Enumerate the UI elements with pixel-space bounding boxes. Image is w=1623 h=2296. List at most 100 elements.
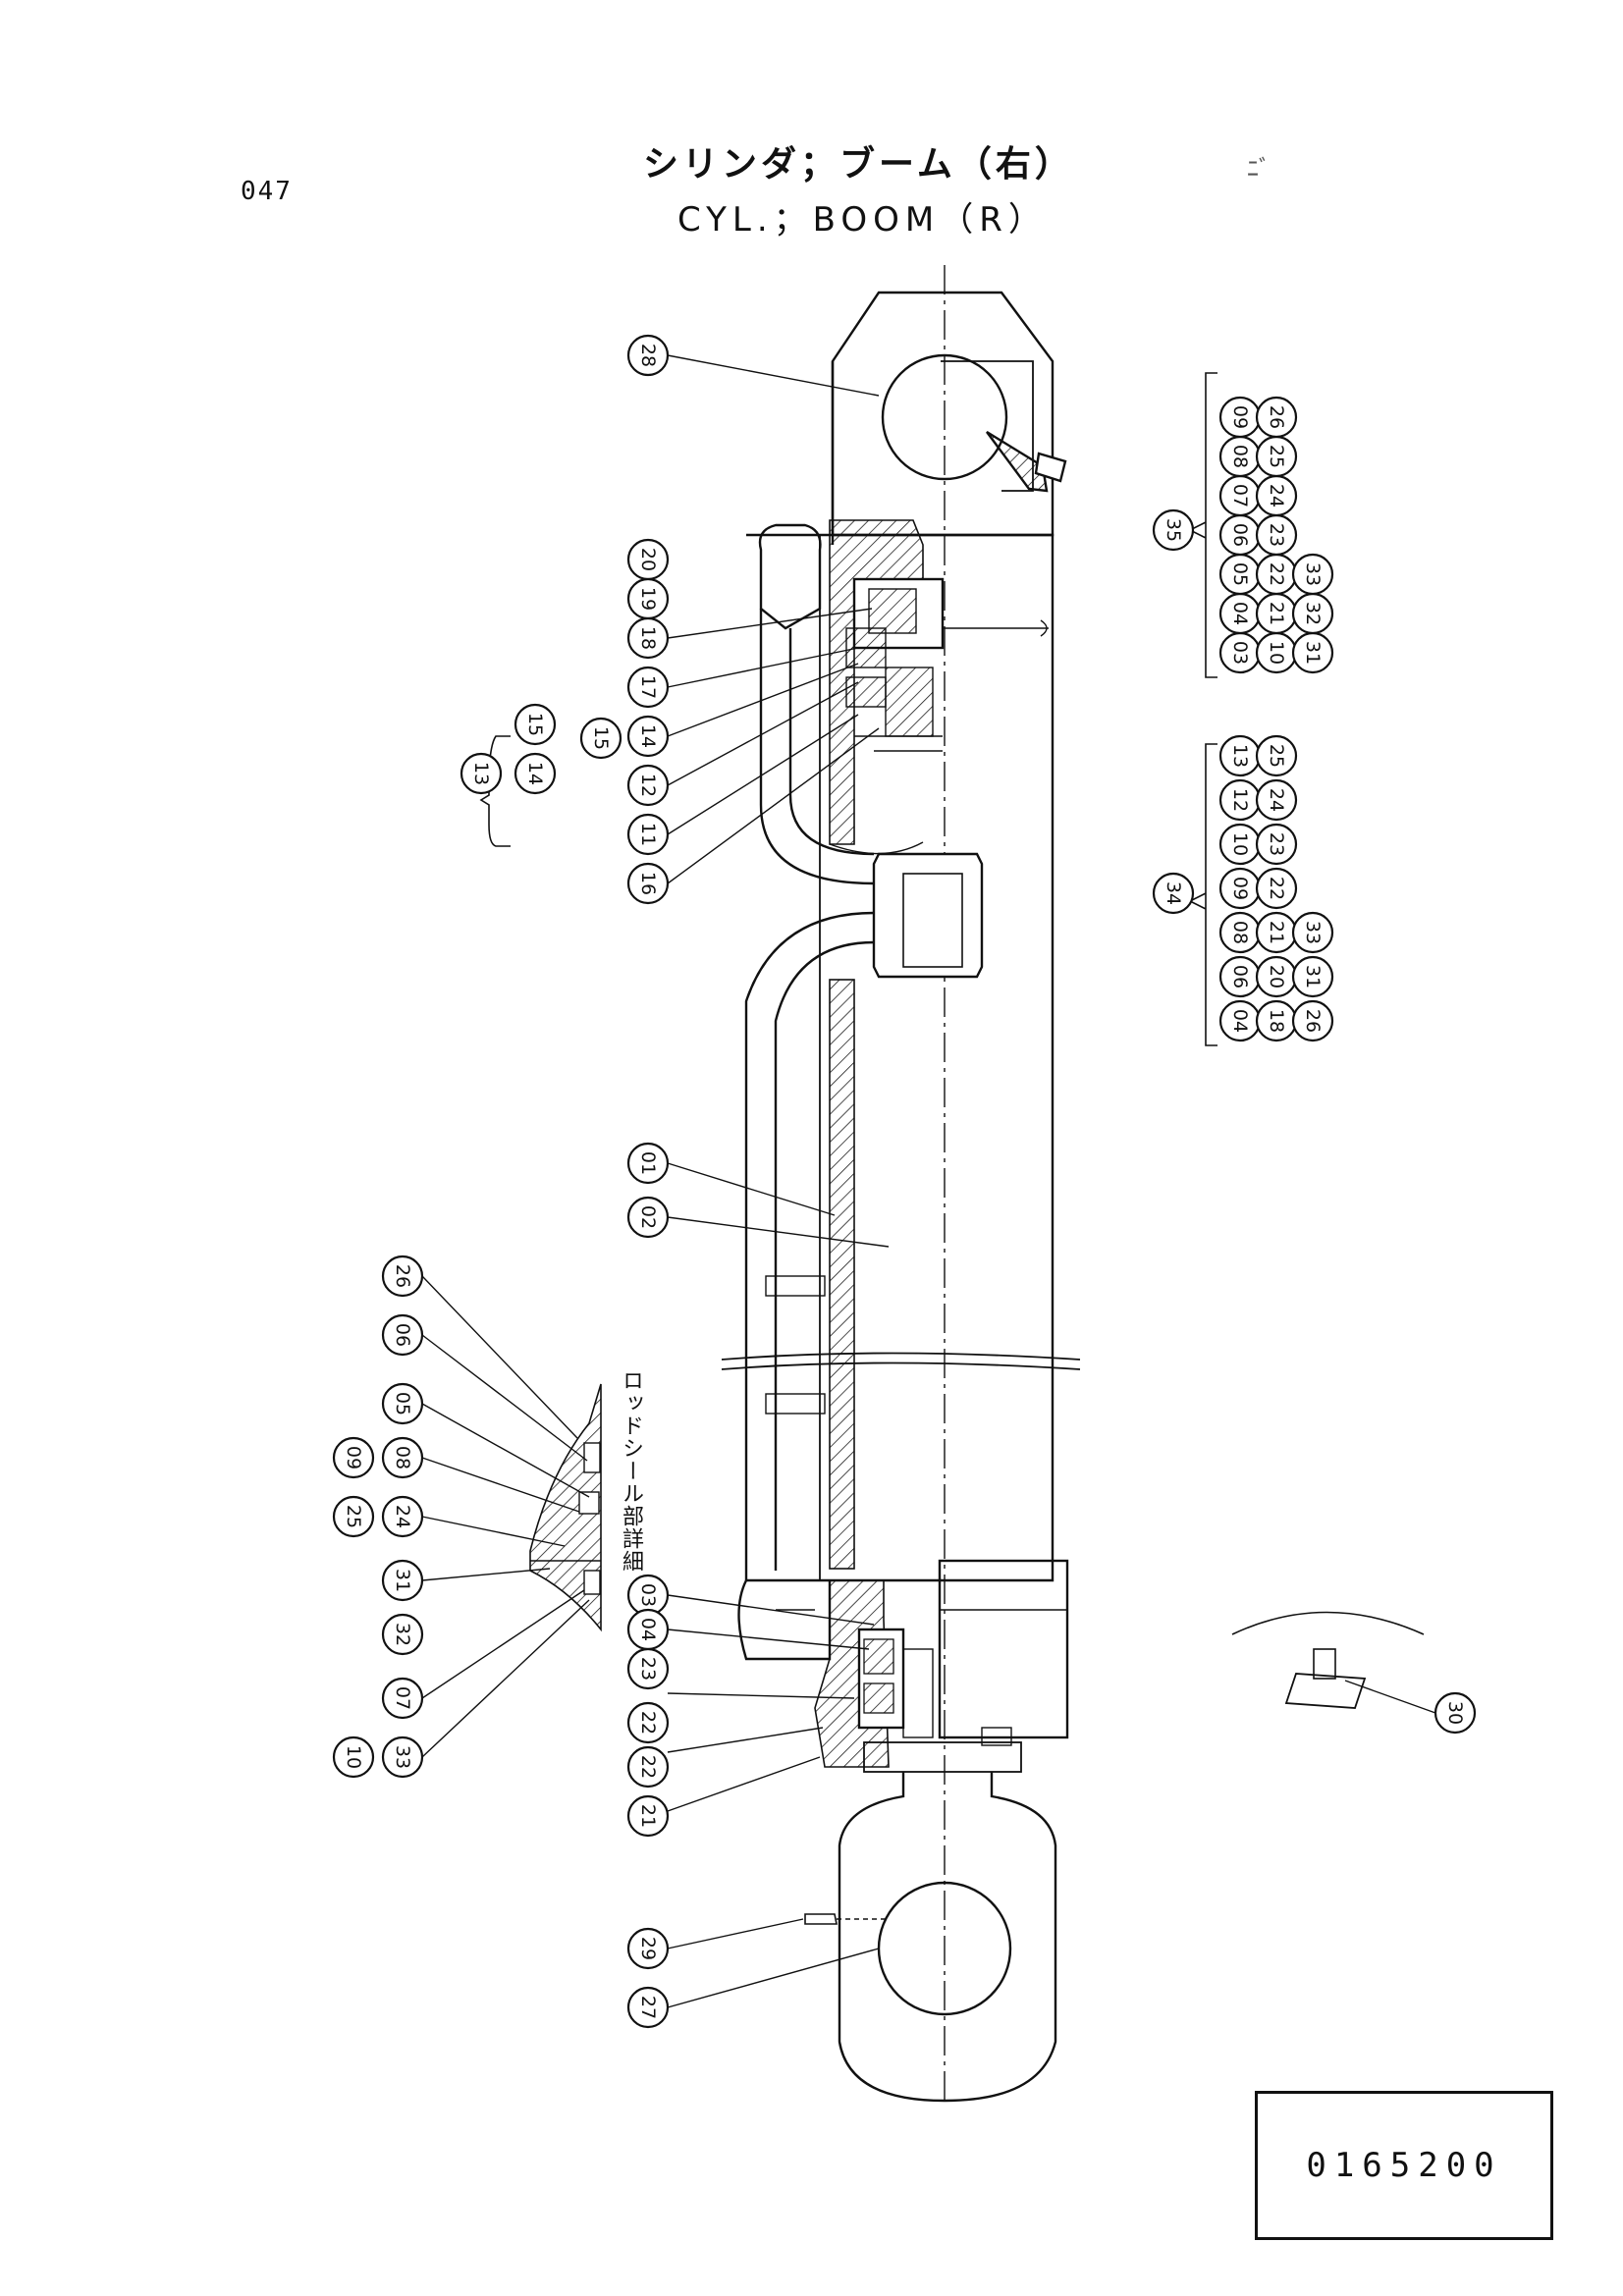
kit-35-item: 24 [1255,474,1298,517]
svg-text:05: 05 [392,1392,413,1415]
svg-text:09: 09 [1229,877,1251,900]
svg-text:08: 08 [1229,445,1251,468]
kit-34-item: 23 [1255,823,1298,866]
svg-text:21: 21 [1266,602,1287,625]
svg-text:24: 24 [1266,788,1287,812]
callout-c22a: 22 [626,1701,670,1744]
callout-d25: 25 [332,1495,375,1538]
svg-text:33: 33 [1302,921,1324,944]
svg-text:19: 19 [637,587,659,611]
head-pin-bore [881,353,1008,481]
svg-text:20: 20 [637,548,659,571]
svg-text:09: 09 [343,1446,364,1469]
svg-text:08: 08 [1229,921,1251,944]
svg-text:31: 31 [1302,965,1324,988]
svg-text:32: 32 [392,1623,413,1646]
kit-35-item: 33 [1291,553,1334,596]
kit-35-label: 35 [1152,508,1195,552]
kit-34-item: 24 [1255,778,1298,822]
kit-35-item: 07 [1218,474,1262,517]
svg-text:22: 22 [1266,562,1287,586]
title-english: CYL.；BOOM（R） [677,200,1048,240]
callout-d09: 09 [332,1436,375,1479]
corner-mark: ﾆﾞ [1247,155,1271,183]
svg-text:35: 35 [1163,518,1184,542]
svg-text:13: 13 [470,762,492,785]
svg-text:26: 26 [392,1264,413,1288]
callout-d10: 10 [332,1735,375,1779]
kit-34-item: 26 [1291,999,1334,1042]
kit-34-item: 12 [1218,778,1262,822]
svg-text:11: 11 [637,823,659,846]
svg-text:10: 10 [343,1745,364,1769]
callout-c18: 18 [626,616,670,660]
kit-35-item: 32 [1291,592,1334,635]
callout-c15a: 15 [579,717,622,760]
svg-text:26: 26 [1266,405,1287,429]
kit-13-item: 14 [514,752,557,795]
svg-text:07: 07 [1229,484,1251,507]
callout-c16: 16 [626,862,670,905]
svg-text:33: 33 [392,1745,413,1769]
callout-c28: 28 [626,334,670,377]
kit-34-item: 06 [1218,955,1262,998]
kit-34-item: 09 [1218,867,1262,910]
kit-34-item: 10 [1218,823,1262,866]
callout-d07: 07 [381,1677,424,1720]
callout-c21: 21 [626,1794,670,1838]
svg-text:21: 21 [637,1804,659,1828]
svg-text:22: 22 [1266,877,1287,900]
svg-text:26: 26 [1302,1009,1324,1033]
svg-text:27: 27 [637,1996,659,2019]
svg-text:32: 32 [1302,602,1324,625]
title-japanese: シリンダ；ブーム（右） [643,144,1074,185]
svg-text:07: 07 [392,1686,413,1710]
svg-text:14: 14 [524,762,546,785]
kit-35-item: 06 [1218,513,1262,557]
svg-text:09: 09 [1229,405,1251,429]
svg-text:04: 04 [1229,1009,1251,1033]
callout-c27: 27 [626,1986,670,2029]
svg-text:31: 31 [1302,641,1324,665]
callout-c14a: 14 [626,715,670,758]
seal-detail-caption: ロッドシール部詳細 [619,1369,643,1573]
rod-eye [838,1772,1057,2103]
callout-c23: 23 [626,1647,670,1690]
callout-c30: 30 [1434,1691,1477,1735]
svg-text:06: 06 [1229,523,1251,547]
svg-text:24: 24 [1266,484,1287,507]
callout-c04: 04 [626,1608,670,1651]
kit-34-item: 33 [1291,911,1334,954]
svg-text:28: 28 [637,344,659,367]
callout-d05: 05 [381,1382,424,1425]
callout-c22b: 22 [626,1745,670,1789]
callout-c29: 29 [626,1927,670,1970]
svg-text:08: 08 [392,1446,413,1469]
kit-35-item: 31 [1291,631,1334,674]
kit-35-item: 05 [1218,553,1262,596]
kit-35-item: 25 [1255,435,1298,478]
svg-text:12: 12 [637,774,659,797]
kit-13-item: 15 [514,703,557,746]
svg-text:31: 31 [392,1569,413,1592]
svg-text:18: 18 [637,626,659,650]
kit-35-item: 23 [1255,513,1298,557]
svg-text:03: 03 [637,1583,659,1607]
callout-c17: 17 [626,666,670,709]
kit-35-item: 03 [1218,631,1262,674]
kit-35-item: 08 [1218,435,1262,478]
parts-code: 0165200 [1306,2146,1502,2185]
kit-34-item: 20 [1255,955,1298,998]
kit-35-item: 26 [1255,396,1298,439]
callout-d06: 06 [381,1313,424,1357]
kit-34-item: 04 [1218,999,1262,1042]
head-clevis [831,291,1055,537]
svg-text:25: 25 [343,1505,364,1528]
callout-c20: 20 [626,538,670,581]
svg-text:15: 15 [590,726,612,750]
pipe-elbow-bottom [737,1579,832,1661]
kit-35-item: 21 [1255,592,1298,635]
svg-text:13: 13 [1229,744,1251,768]
kit-35-item: 10 [1255,631,1298,674]
